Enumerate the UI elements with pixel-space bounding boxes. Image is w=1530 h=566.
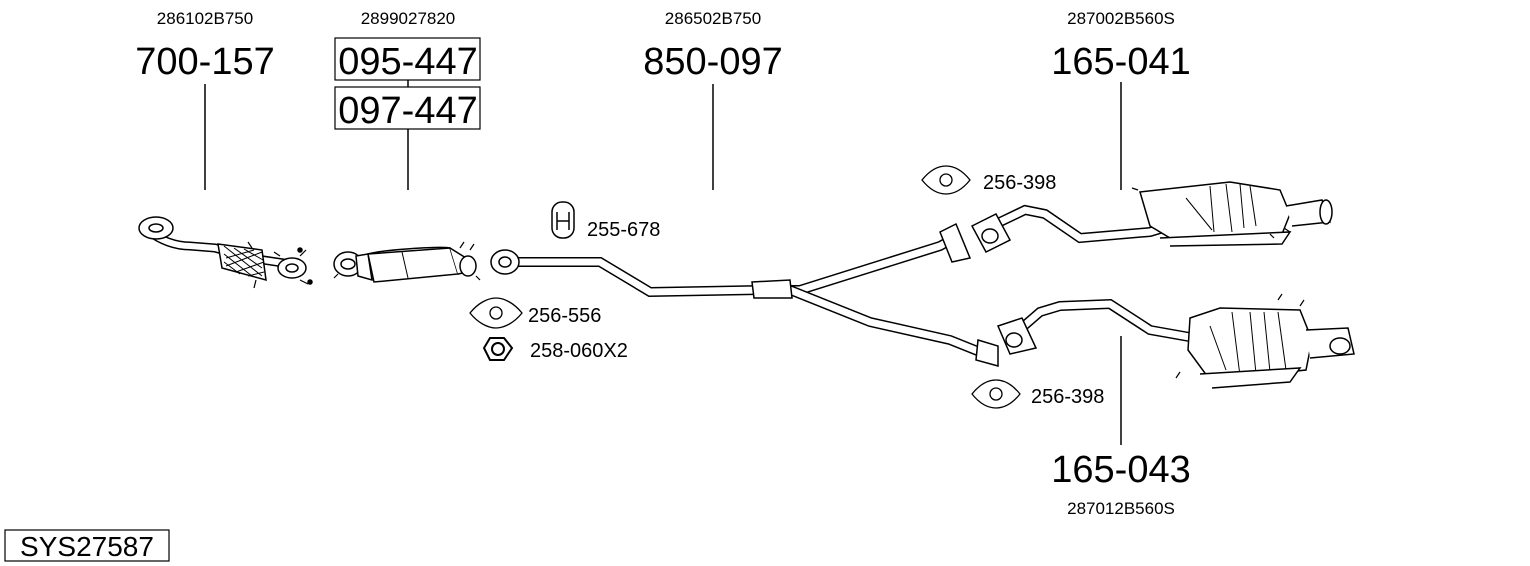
part-label-700-157[interactable]: 286102B750 700-157 [135, 9, 275, 190]
accessory-256-398-upper[interactable]: 256-398 [921, 165, 1056, 195]
catalyst-drawing[interactable] [333, 241, 481, 283]
accessory-255-678[interactable]: 255-678 [551, 201, 660, 241]
hanger-icon [551, 201, 575, 239]
part-label-850-097[interactable]: 286502B750 850-097 [643, 9, 783, 190]
nut-icon [482, 337, 514, 361]
rear-silencer-lower-drawing[interactable] [996, 293, 1355, 389]
oem-number: 287002B560S [1067, 9, 1175, 28]
rear-silencer-upper-drawing[interactable] [970, 181, 1333, 253]
centre-pipe-drawing[interactable] [490, 222, 999, 367]
accessory-256-398-lower[interactable]: 256-398 [971, 379, 1104, 409]
gasket-icon [469, 297, 523, 329]
gasket-icon [921, 165, 971, 195]
part-label-165-041[interactable]: 287002B560S 165-041 [1051, 9, 1191, 190]
system-code-box: SYS27587 [4, 529, 170, 562]
part-label-165-043[interactable]: 165-043 287012B560S [1051, 336, 1191, 518]
accessory-256-556[interactable]: 256-556 [469, 297, 601, 329]
oem-number: 2899027820 [361, 9, 456, 28]
part-label-095-447[interactable]: 2899027820 095-447 097-447 [334, 9, 481, 190]
part-number: 165-041 [1051, 41, 1190, 83]
oem-number: 287012B560S [1067, 499, 1175, 518]
oem-number: 286102B750 [157, 9, 253, 28]
part-number: 850-097 [643, 41, 782, 83]
part-number: 700-157 [135, 41, 274, 83]
oem-number: 286502B750 [665, 9, 761, 28]
accessory-258-060X2[interactable]: 258-060X2 [482, 337, 628, 362]
accessory-part-number: 255-678 [587, 219, 660, 241]
accessory-part-number: 256-398 [983, 172, 1056, 194]
accessory-part-number: 256-398 [1031, 386, 1104, 408]
part-number: 095-447 [338, 41, 477, 83]
alt-part-number: 097-447 [338, 90, 477, 132]
front-pipe-drawing[interactable] [138, 216, 313, 289]
accessory-part-number: 256-556 [528, 305, 601, 327]
part-number: 165-043 [1051, 449, 1190, 491]
accessory-part-number: 258-060X2 [530, 340, 628, 362]
system-code: SYS27587 [20, 531, 154, 562]
gasket-icon [971, 379, 1021, 409]
